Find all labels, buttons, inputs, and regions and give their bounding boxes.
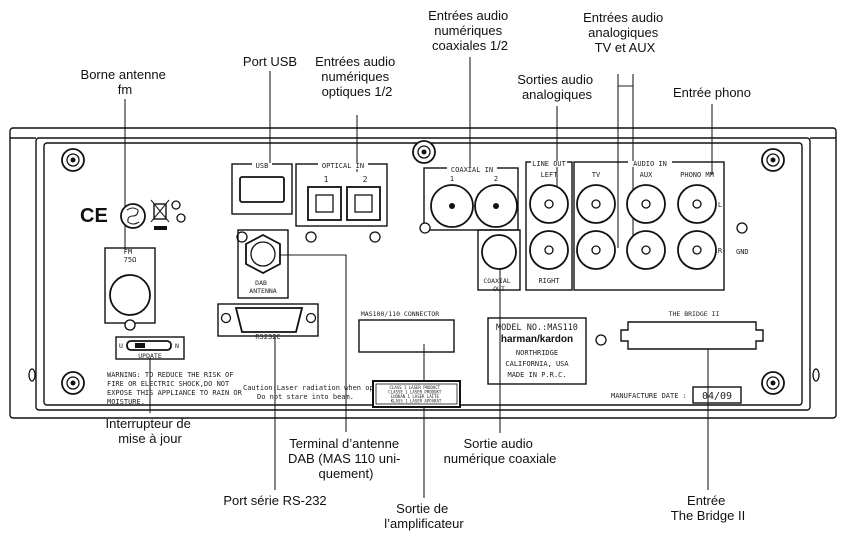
- model-line-3: NORTHRIDGE: [516, 349, 558, 357]
- fm-antenna-terminal: FM 75Ω: [104, 247, 156, 324]
- dab-antenna-terminal: DAB ANTENNA: [237, 229, 289, 299]
- screw-top-right: [761, 148, 785, 172]
- model-line-5: MADE IN P.R.C.: [507, 371, 566, 379]
- laser-label: CLASS 1 LASER PRODUCT CLASSE 1 LASER PRO…: [372, 380, 461, 408]
- gnd-hole: [736, 222, 748, 234]
- update-u-label: U: [119, 342, 123, 350]
- update-hole: [124, 319, 136, 331]
- aux-label: AUX: [640, 171, 653, 179]
- update-switch: U N UPDATE: [115, 336, 185, 360]
- screw-top-left: [61, 148, 85, 172]
- coaxial-out-label: COAXIAL OUT: [483, 277, 514, 293]
- screw-top-center: [412, 140, 436, 164]
- optical-hole-1: [305, 231, 317, 243]
- caution-text: Caution:Laser radiation when open. Do no…: [243, 384, 391, 401]
- coaxial-1-label: 1: [450, 175, 454, 183]
- optical-2-label: 2: [363, 175, 368, 184]
- rs232-port: RS232C: [217, 303, 319, 341]
- rs232-label: RS232C: [255, 333, 280, 341]
- bridge-label: THE BRIDGE II: [669, 310, 720, 318]
- side-slot-right: [812, 368, 820, 382]
- coaxial-out-jack: COAXIAL OUT: [477, 229, 521, 293]
- fm-label: FM 75Ω: [124, 248, 137, 264]
- manufacture-date-box: [692, 386, 742, 404]
- usb-label: USB: [256, 162, 269, 170]
- callout-update-switch: Interrupteur de mise à jour: [106, 416, 195, 446]
- optical-in-group: OPTICAL IN 1 2: [295, 162, 388, 227]
- callout-coaxial-in: Entrées audio numériques coaxiales 1/2: [428, 8, 512, 53]
- ce-mark: CE: [80, 205, 108, 227]
- update-label: UPDATE: [138, 352, 162, 360]
- coaxial-in-label: COAXIAL IN: [451, 166, 493, 174]
- gnd-label: GND: [736, 248, 749, 256]
- leader-lines: [124, 57, 713, 498]
- dab-label: DAB ANTENNA: [249, 279, 276, 295]
- line-out-left-label: LEFT: [541, 171, 559, 179]
- usb-hole: [236, 231, 248, 243]
- callout-dab-terminal: Terminal d’antenne DAB (MAS 110 uni- que…: [288, 436, 404, 481]
- bridge-ii-connector: THE BRIDGE II: [620, 310, 764, 350]
- screw-bottom-left: [61, 371, 85, 395]
- tv-label: TV: [592, 171, 601, 179]
- callout-optical-in: Entrées audio numériques optiques 1/2: [315, 54, 399, 99]
- panel-hole: [595, 334, 607, 346]
- line-out-label: LINE OUT: [532, 160, 567, 168]
- model-plate: MODEL NO.:MAS110 harman/kardon NORTHRIDG…: [487, 317, 587, 385]
- update-n-label: N: [175, 342, 179, 350]
- coaxial-2-label: 2: [494, 175, 498, 183]
- callout-analog-in: Entrées audio analogiques TV et AUX: [583, 10, 667, 55]
- callout-amp-out: Sortie de l’amplificateur: [384, 501, 464, 531]
- callout-analog-out: Sorties audio analogiques: [517, 72, 597, 102]
- optical-hole-2: [369, 231, 381, 243]
- warning-text: WARNING: TO REDUCE THE RISK OF FIRE OR E…: [107, 371, 246, 406]
- laser-text: CLASS 1 LASER PRODUCT CLASSE 1 LASER PRO…: [388, 385, 443, 404]
- brand-name: harman/kardon: [501, 334, 573, 345]
- model-number: MODEL NO.:MAS110: [496, 323, 578, 333]
- phono-label: PHONO MM: [680, 171, 714, 179]
- callout-bridge-in: Entrée The Bridge II: [671, 493, 745, 523]
- mas-connector: MAS100/110 CONNECTOR: [358, 310, 455, 353]
- callout-coaxial-out: Sortie audio numérique coaxiale: [444, 436, 557, 466]
- optical-1-label: 1: [324, 175, 329, 184]
- mas-connector-label: MAS100/110 CONNECTOR: [361, 310, 439, 318]
- coaxial-hole: [419, 222, 431, 234]
- r-label: R: [718, 247, 723, 255]
- line-out-group: LINE OUT LEFT RIGHT: [525, 160, 573, 291]
- callout-phono-in: Entrée phono: [673, 85, 751, 100]
- line-out-right-label: RIGHT: [538, 277, 560, 285]
- manufacture-date-value: 04/09: [702, 391, 732, 402]
- l-label: L: [718, 201, 722, 209]
- callout-fm-antenna: Borne antenne fm: [81, 67, 170, 97]
- callout-usb-port: Port USB: [243, 54, 297, 69]
- screw-bottom-right: [761, 371, 785, 395]
- certification-logo-icon: [120, 203, 146, 229]
- small-holes-cert: [171, 200, 186, 223]
- audio-in-label: AUDIO IN: [633, 160, 667, 168]
- side-slot-left: [28, 368, 36, 382]
- callout-rs232: Port série RS-232: [223, 493, 326, 508]
- manufacture-date-label: MANUFACTURE DATE :: [611, 392, 687, 400]
- coaxial-in-group: COAXIAL IN 1 2: [423, 166, 519, 231]
- optical-in-label: OPTICAL IN: [322, 162, 364, 170]
- usb-port: USB: [231, 162, 293, 215]
- weee-bin-icon: [150, 199, 170, 230]
- model-line-4: CALIFORNIA, USA: [505, 360, 569, 368]
- audio-in-group: AUDIO IN TV AUX PHONO MM L R: [573, 160, 725, 291]
